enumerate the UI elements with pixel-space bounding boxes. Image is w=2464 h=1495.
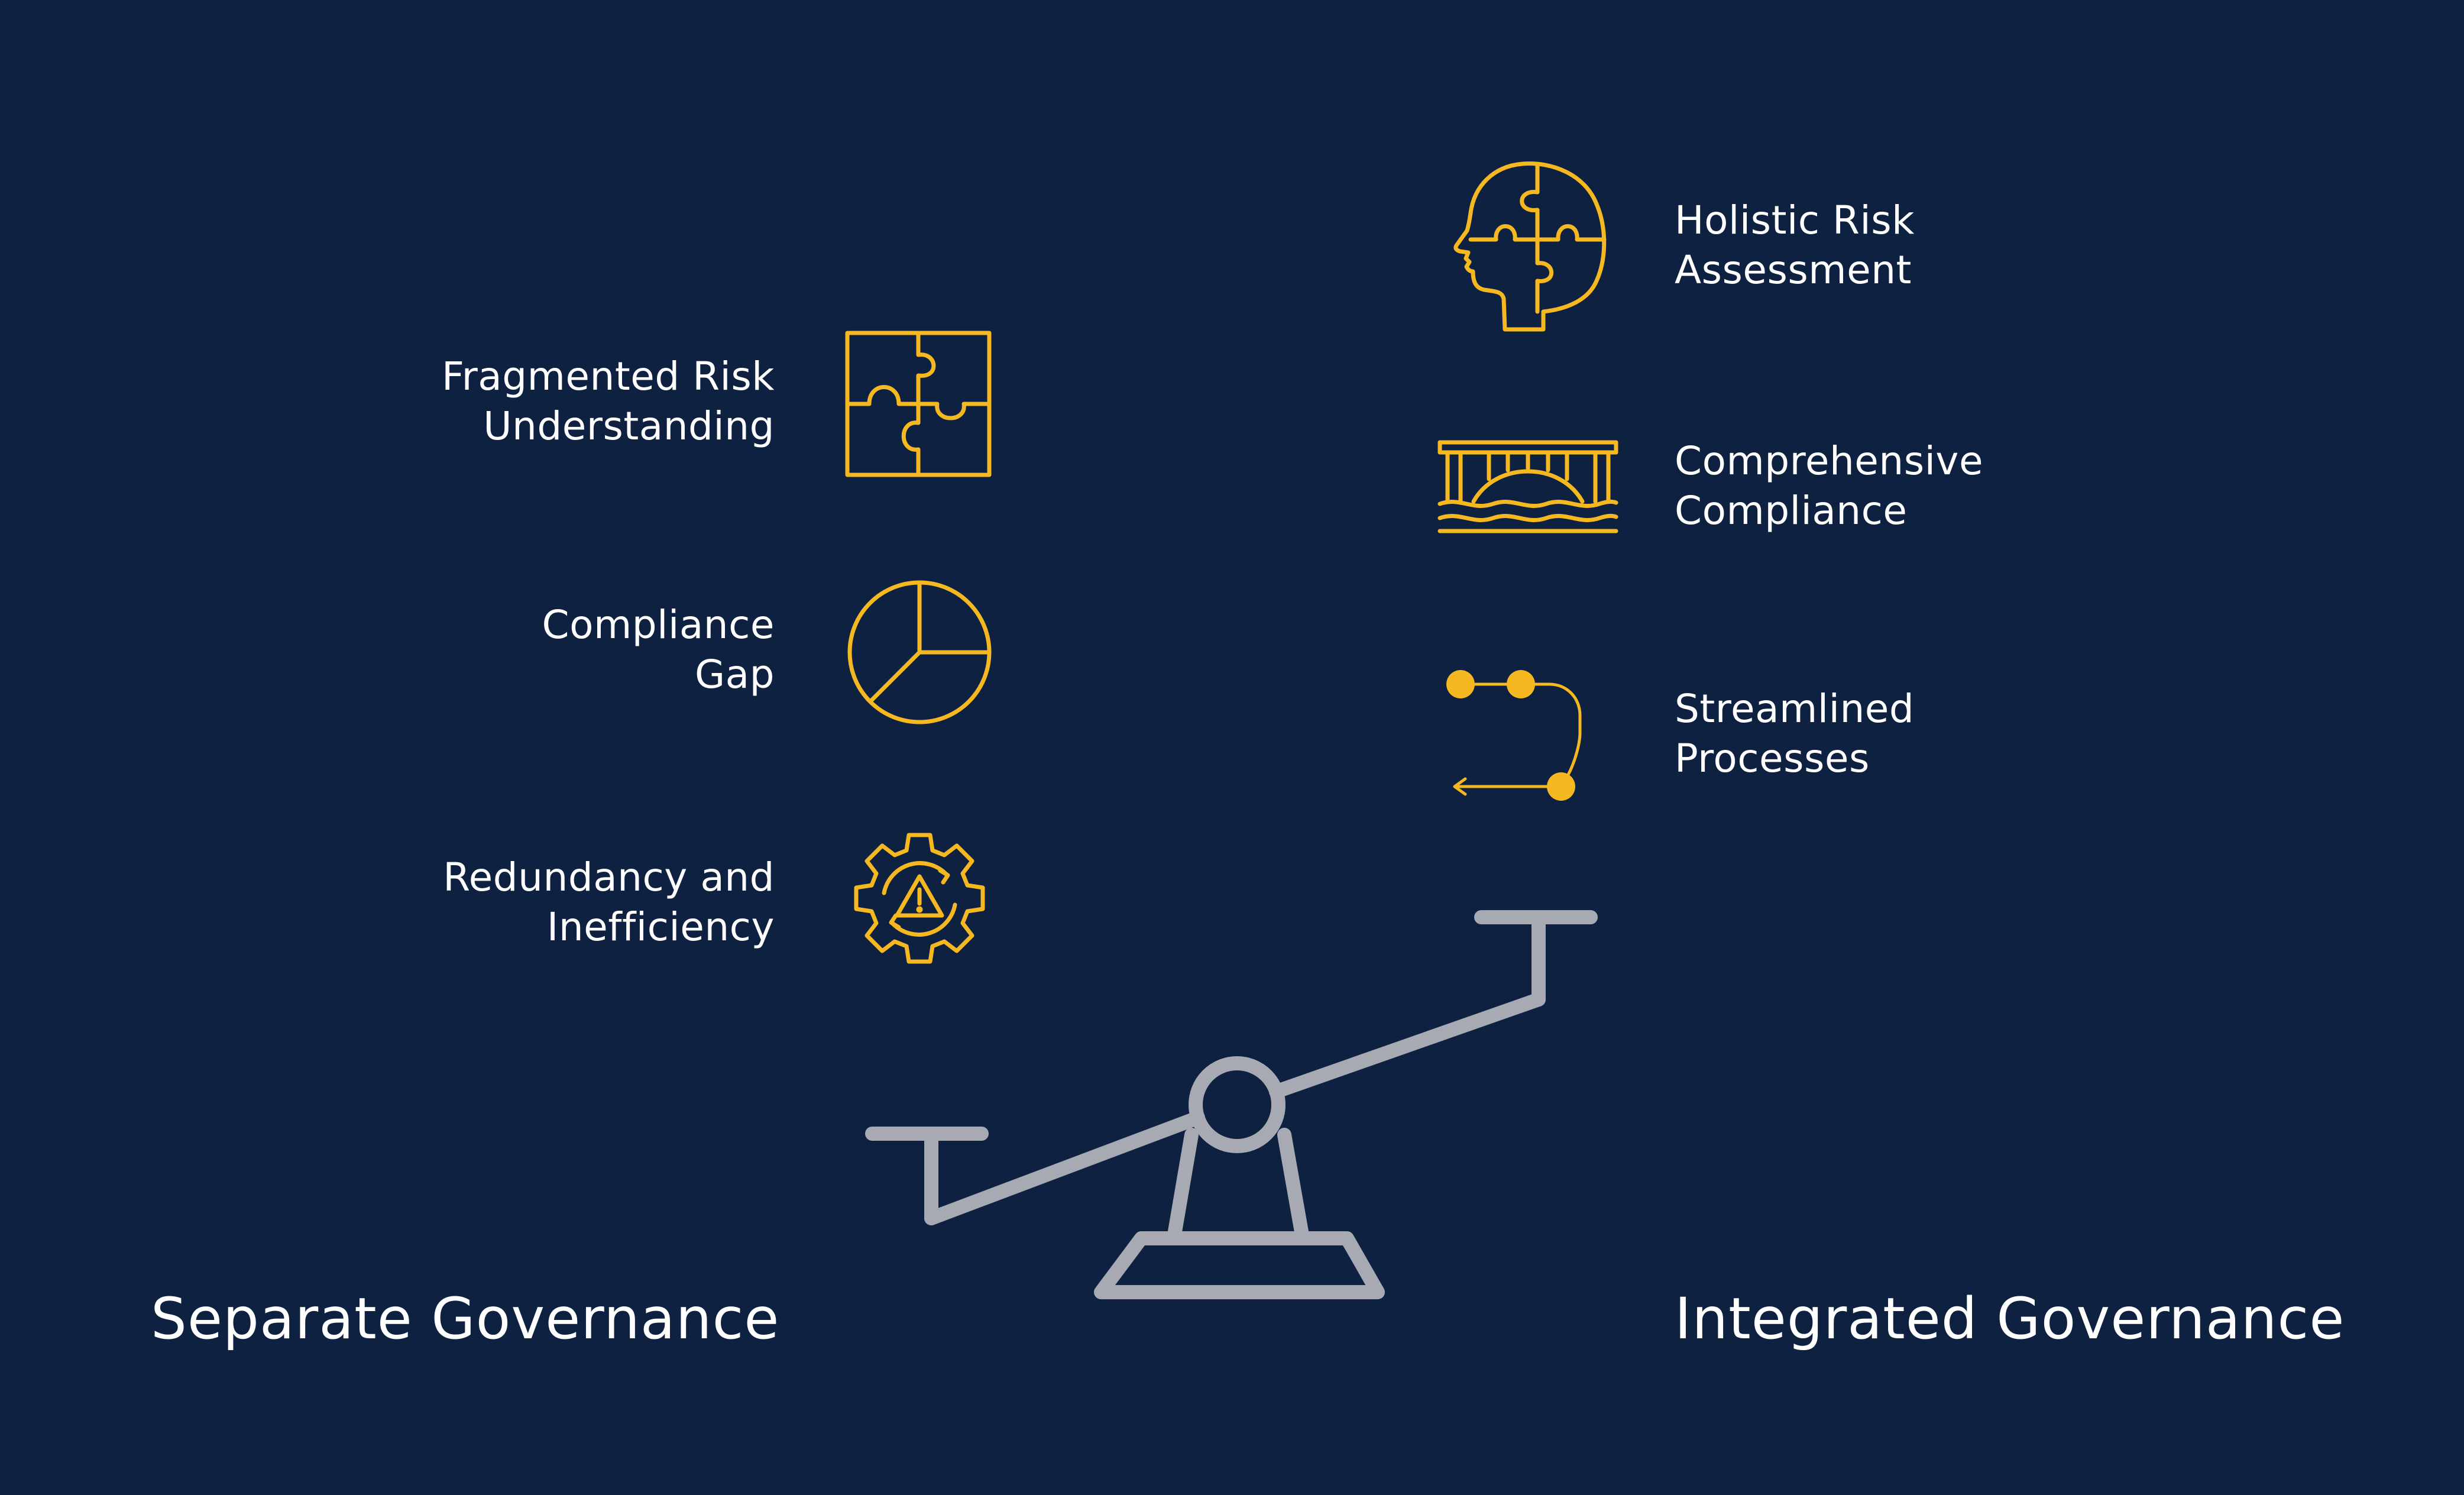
integrated-governance-heading: Integrated Governance bbox=[1675, 1286, 2345, 1352]
redundancy-line-1: Redundancy and bbox=[443, 855, 775, 900]
comprehensive-compliance-line-1: Comprehensive bbox=[1675, 438, 1984, 484]
fragmented-risk-line-2: Understanding bbox=[483, 403, 775, 449]
bridge-icon bbox=[1437, 440, 1618, 533]
holistic-risk-line-1: Holistic Risk bbox=[1675, 198, 1915, 243]
puzzle-pieces-icon bbox=[845, 331, 992, 477]
fragmented-risk-line-1: Fragmented Risk bbox=[441, 354, 775, 399]
compliance-gap-line-2: Gap bbox=[695, 652, 775, 697]
compliance-gap-line-1: Compliance bbox=[542, 602, 775, 648]
puzzle-head-icon bbox=[1453, 161, 1607, 332]
redundancy-label: Redundancy and Inefficiency bbox=[242, 853, 775, 952]
holistic-risk-line-2: Assessment bbox=[1675, 247, 1912, 293]
comprehensive-compliance-label: Comprehensive Compliance bbox=[1675, 436, 2207, 536]
separate-governance-heading: Separate Governance bbox=[151, 1286, 780, 1352]
holistic-risk-label: Holistic Risk Assessment bbox=[1675, 196, 2207, 295]
streamlined-processes-label: Streamlined Processes bbox=[1675, 684, 2207, 784]
process-flow-icon bbox=[1446, 670, 1582, 801]
compliance-gap-label: Compliance Gap bbox=[242, 600, 775, 700]
fragmented-risk-label: Fragmented Risk Understanding bbox=[242, 352, 775, 451]
comprehensive-compliance-line-2: Compliance bbox=[1675, 488, 1908, 533]
pie-chart-icon bbox=[847, 580, 992, 724]
redundancy-line-2: Inefficiency bbox=[546, 904, 775, 950]
streamlined-processes-line-2: Processes bbox=[1675, 736, 1870, 781]
streamlined-processes-line-1: Streamlined bbox=[1675, 686, 1915, 732]
gear-warning-icon bbox=[854, 833, 985, 964]
